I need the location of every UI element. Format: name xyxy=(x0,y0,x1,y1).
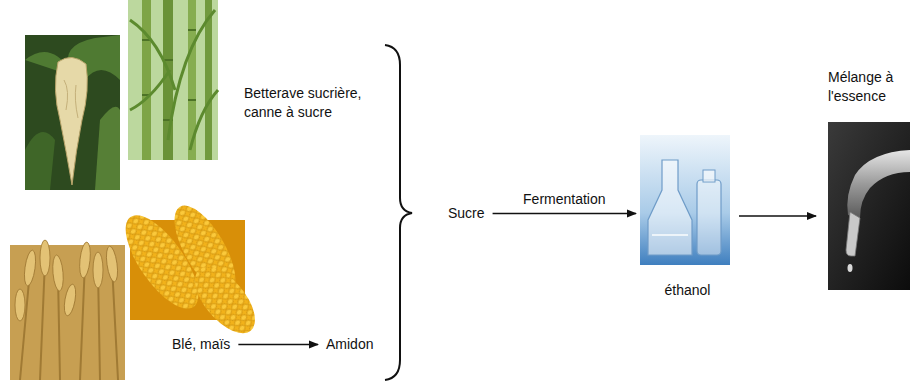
crop-label: Betterave sucrière, canne à sucre xyxy=(240,82,372,124)
crop-label: Blé, maïs xyxy=(168,333,234,356)
ethanol-node: éthanol xyxy=(640,130,735,302)
product-label: Amidon xyxy=(322,333,377,356)
flow-arrow xyxy=(493,213,636,215)
fuel-node: Mélange à l'essence xyxy=(820,66,916,298)
corn-photo xyxy=(112,197,266,344)
merge-bracket xyxy=(385,45,412,380)
node-text: Blé, maïs xyxy=(172,335,230,354)
fuel-pump-photo xyxy=(828,122,910,290)
flow-arrow xyxy=(739,215,816,217)
ethanol-flask-photo xyxy=(640,135,730,265)
node-text: Mélange à l'essence xyxy=(828,68,908,106)
node-text: Sucre xyxy=(448,204,485,223)
node-text: éthanol xyxy=(665,281,711,300)
node-text: Amidon xyxy=(326,335,373,354)
sugarcane-photo xyxy=(128,0,218,160)
wheat-photo xyxy=(10,240,125,380)
product-label: Sucre xyxy=(444,202,489,225)
edge-label: Fermentation xyxy=(520,191,608,207)
node-text: Betterave sucrière, canne à sucre xyxy=(244,84,368,122)
flow-arrow xyxy=(238,344,318,346)
beet-photo xyxy=(25,35,120,190)
